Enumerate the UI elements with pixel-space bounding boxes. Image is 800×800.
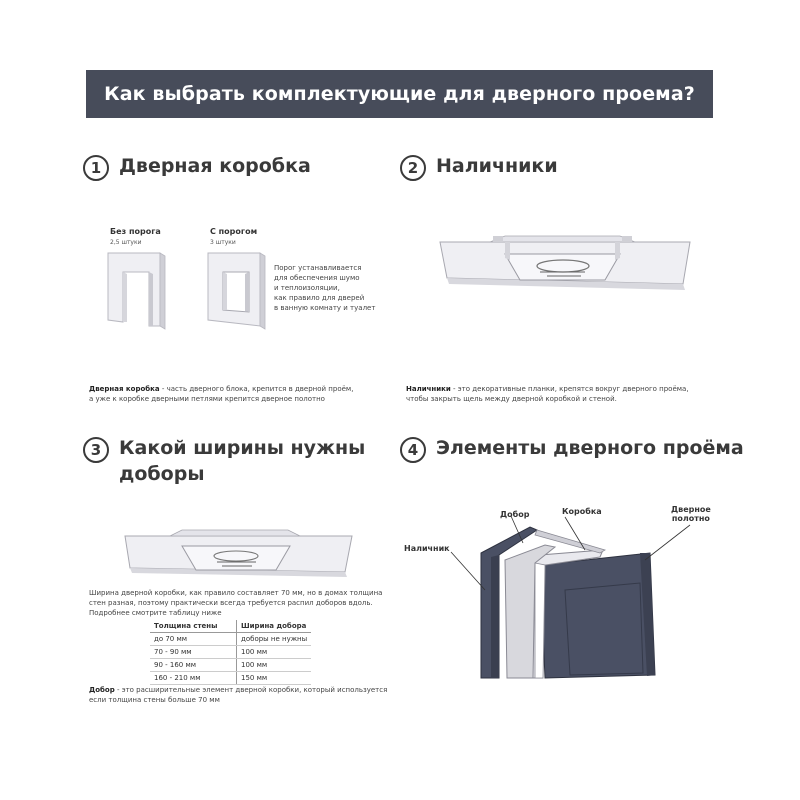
- table-cell: 150 мм: [236, 671, 312, 685]
- section-3-description: Добор - это расширительные элемент дверн…: [89, 685, 389, 705]
- threshold-note: Порог устанавливается для обеспечения шу…: [274, 263, 384, 313]
- section-2-desc-line2: чтобы закрыть щель между дверной коробко…: [406, 395, 617, 403]
- wall-thickness-table: Толщина стены Ширина добора до 70 мм доб…: [150, 620, 312, 685]
- threshold-note-line: в ванную комнату и туалет: [274, 304, 376, 312]
- section-1-description: Дверная коробка - часть дверного блока, …: [89, 384, 389, 404]
- section-3-title-line2: доборы: [119, 463, 205, 485]
- section-3-text-line: Ширина дверной коробки, как правило сост…: [89, 589, 383, 597]
- table-cell: 100 мм: [236, 658, 312, 672]
- table-cell: до 70 мм: [150, 632, 237, 646]
- table-row: 160 - 210 мм 150 мм: [150, 671, 312, 685]
- section-3-text-line: Подробнее смотрите таблицу ниже: [89, 609, 222, 617]
- section-3-text-line: стен разная, поэтому практически всегда …: [89, 599, 373, 607]
- section-2-desc-term: Наличники: [406, 385, 451, 393]
- label-door-leaf-line1: Дверное: [671, 505, 711, 514]
- table-cell: 70 - 90 мм: [150, 645, 237, 659]
- section-2-title: Наличники: [436, 155, 558, 177]
- table-cell: 160 - 210 мм: [150, 671, 237, 685]
- frame-variant-1-label: Без порога: [110, 227, 161, 236]
- table-header-cell: Толщина стены: [150, 620, 237, 633]
- frame-variant-1-sub: 2,5 штуки: [110, 239, 142, 246]
- threshold-note-line: и теплоизоляции,: [274, 284, 340, 292]
- label-nalichnik: Наличник: [404, 544, 450, 553]
- door-opening-elements-illustration: [450, 515, 691, 679]
- table-cell: 90 - 160 мм: [150, 658, 237, 672]
- frame-without-threshold-illustration: [107, 252, 166, 330]
- section-1-desc-term: Дверная коробка: [89, 385, 160, 393]
- section-3-desc-line1: - это расширительные элемент дверной кор…: [114, 686, 388, 694]
- section-2-desc-line1: - это декоративные планки, крепятся вокр…: [450, 385, 689, 393]
- table-row: до 70 мм доборы не нужны: [150, 632, 312, 646]
- table-header-cell: Ширина добора: [236, 620, 312, 633]
- threshold-note-line: для обеспечения шумо: [274, 274, 360, 282]
- section-1-number: 1: [83, 155, 109, 181]
- section-3-title-line1: Какой ширины нужны: [119, 437, 366, 459]
- section-3-text: Ширина дверной коробки, как правило сост…: [89, 588, 389, 618]
- frame-variant-2-sub: 3 штуки: [210, 239, 236, 246]
- section-4-title: Элементы дверного проёма: [436, 437, 744, 459]
- section-1-desc-line2: а уже к коробке дверными петлями крепитс…: [89, 395, 325, 403]
- threshold-note-line: как правило для дверей: [274, 294, 365, 302]
- section-2-number: 2: [400, 155, 426, 181]
- section-3-number: 3: [83, 437, 109, 463]
- label-door-leaf-line2: полотно: [671, 514, 710, 523]
- section-1-title: Дверная коробка: [119, 155, 311, 177]
- extension-board-illustration: [124, 529, 353, 577]
- section-3-desc-line2: если толщина стены больше 70 мм: [89, 696, 220, 704]
- page-title: Как выбрать комплектующие для дверного п…: [104, 83, 695, 105]
- threshold-note-line: Порог устанавливается: [274, 264, 362, 272]
- label-door-leaf: Дверное полотно: [671, 505, 711, 523]
- section-2-description: Наличники - это декоративные планки, кре…: [406, 384, 716, 404]
- label-dobor: Добор: [500, 510, 530, 519]
- label-korobka: Коробка: [562, 507, 602, 516]
- page-title-banner: Как выбрать комплектующие для дверного п…: [86, 70, 713, 118]
- table-cell: 100 мм: [236, 645, 312, 659]
- section-1-desc-line1: - часть дверного блока, крепится в дверн…: [159, 385, 354, 393]
- table-cell: доборы не нужны: [236, 632, 312, 646]
- table-row: 90 - 160 мм 100 мм: [150, 658, 312, 672]
- section-4-number: 4: [400, 437, 426, 463]
- table-header-row: Толщина стены Ширина добора: [150, 620, 312, 633]
- casing-illustration: [439, 235, 691, 290]
- frame-variant-2-label: С порогом: [210, 227, 258, 236]
- table-row: 70 - 90 мм 100 мм: [150, 645, 312, 659]
- frame-with-threshold-illustration: [207, 252, 266, 330]
- section-3-desc-term: Добор: [89, 686, 115, 694]
